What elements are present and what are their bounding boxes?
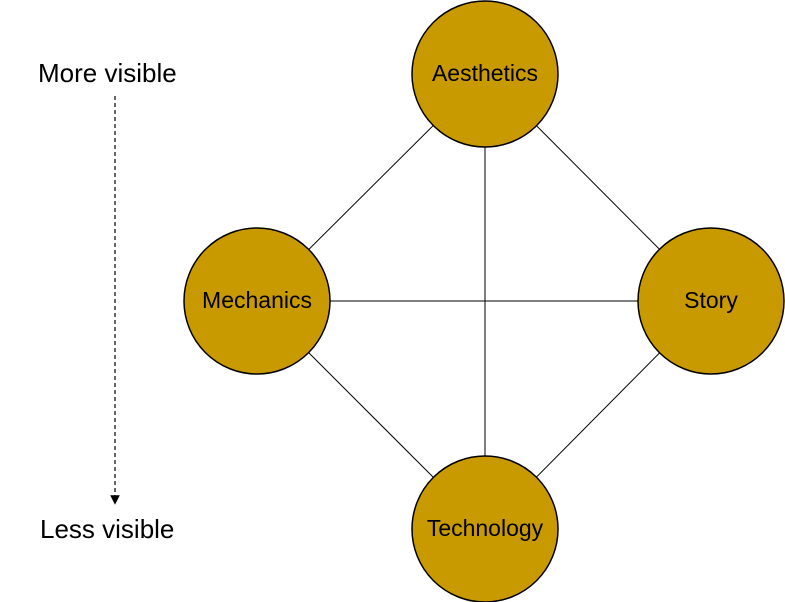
technology-node: Technology: [411, 455, 559, 602]
aesthetics-label: Aesthetics: [432, 60, 538, 86]
technology-label: Technology: [427, 515, 544, 541]
mechanics-node: Mechanics: [183, 227, 331, 375]
aesthetics-node: Aesthetics: [411, 0, 559, 148]
story-node: Story: [637, 227, 785, 375]
story-label: Story: [684, 287, 738, 313]
more-visible-label: More visible: [38, 58, 177, 88]
mechanics-label: Mechanics: [202, 287, 312, 313]
less-visible-label: Less visible: [40, 514, 175, 544]
